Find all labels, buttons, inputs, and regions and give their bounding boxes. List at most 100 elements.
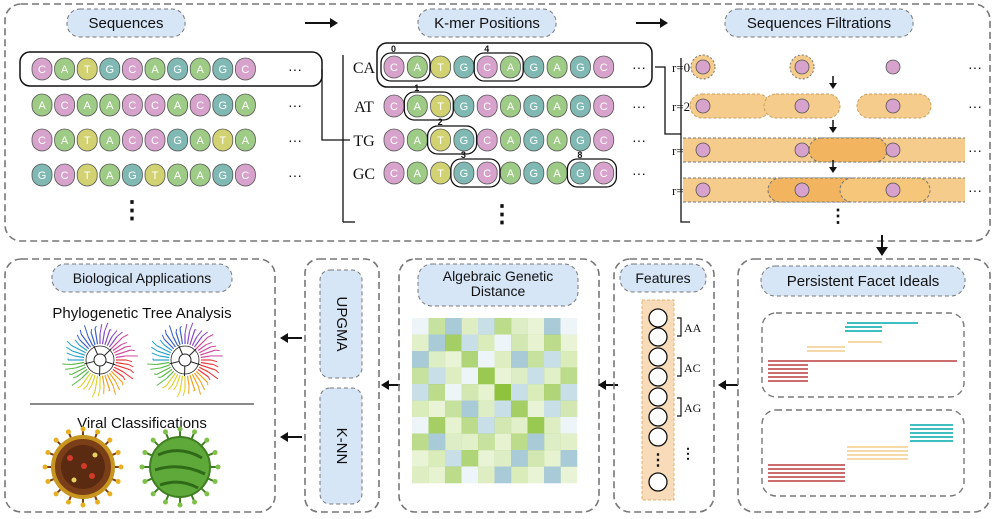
svg-text:A: A [507,62,515,74]
nucleotide-g: G [523,94,545,118]
filtration-row: r=2··· [672,76,982,119]
tree-branch [108,336,118,348]
svg-text:C: C [390,168,398,180]
heatmap-cell [412,334,429,352]
point [885,182,901,198]
heatmap-cell [428,367,446,385]
arrow-down-icon [876,235,888,256]
filtration-vertical-ellipsis: ⋮ [829,206,847,226]
nucleotide-g: G [167,57,189,81]
kmer-vertical-ellipsis: ⋮ [490,201,514,228]
tree-branch [112,344,122,352]
heatmap-cell [478,400,495,418]
tree-branch [106,373,114,387]
arrow-right-icon [636,18,668,28]
kmer-positions-label: K-mer Positions [417,8,557,38]
svg-text:C: C [600,168,608,180]
heatmap-cell [445,334,462,352]
svg-text:T: T [437,62,444,74]
svg-text:T: T [152,170,159,182]
tree-leaf [215,369,219,374]
tree-branch [79,339,90,350]
tree-leaf [74,339,80,346]
heatmap-cell [544,400,561,418]
kmer-position: 3 [461,150,466,160]
nucleotide-a: A [546,161,568,185]
tree-leaf [161,334,165,340]
heatmap-cell [461,367,479,385]
tree-branch [71,361,85,366]
tree-leaf [83,325,89,337]
svg-text:G: G [576,135,585,147]
nucleotide-c: C [476,94,498,118]
ellipsis: ··· [288,132,302,148]
svg-text:Features: Features [635,270,690,286]
svg-text:A: A [61,135,69,147]
nucleotide-c: C [383,94,405,118]
nucleotide-t: T [76,128,98,152]
svg-text:G: G [530,101,539,113]
feature-key: AG [684,401,702,415]
tree-branch [164,339,175,350]
nucleotide-c: C [383,55,405,79]
svg-text:C: C [390,101,398,113]
svg-text:G: G [460,101,469,113]
features-panel [613,258,715,513]
tree-branch [86,373,94,387]
heatmap-cell [494,466,512,484]
heatmap-cell [494,334,512,352]
tree-leaf [197,385,202,395]
feature-node [648,367,668,387]
heatmap-cell [428,334,446,352]
phylogenetic-tree-icon [147,322,223,398]
heatmap-cell [445,450,462,467]
tree-branch [197,368,209,378]
kmer-window [426,125,478,155]
tree-leaf [123,376,126,381]
tree-branch [191,336,198,347]
feature-bracket [677,317,682,337]
svg-text:C: C [483,62,491,74]
tree-branch [189,329,196,345]
tree-branch [200,355,211,359]
heatmap-cell [511,433,528,451]
kmer-position: 4 [484,44,489,54]
svg-text:T: T [84,170,91,182]
nucleotide-c: C [122,57,143,81]
filtration-ball [767,177,859,203]
svg-text:C: C [483,101,491,113]
heatmap-cell [461,334,479,352]
heatmap-cell [544,334,561,352]
filtration-connector [655,58,690,223]
svg-text:C: C [600,101,608,113]
nucleotide-g: G [31,163,53,187]
tree-branch [198,346,212,354]
tree-branch [171,373,179,387]
svg-text:A: A [151,64,159,76]
nucleotide-t: T [144,163,166,187]
tree-branch [115,364,131,371]
nucleotide-a: A [500,55,521,79]
tree-leaf [71,377,82,386]
tree-branch [163,344,173,352]
kmer-window [450,158,501,188]
svg-text:C: C [128,100,136,112]
viral-classifications-label: Viral Classifications [77,415,207,432]
svg-text:A: A [197,170,205,182]
feature-key: AA [684,321,702,335]
feature-node [648,327,668,347]
ellipsis: ··· [632,165,646,181]
kmer-window [403,91,454,121]
virus-icon [42,426,124,508]
nucleotide-c: C [593,55,615,79]
point [695,98,711,114]
svg-text:Sequences: Sequences [88,15,163,32]
nucleotide-g: G [212,57,234,81]
heatmap-cell [428,450,446,467]
heatmap-cell [544,351,561,368]
nucleotide-a: A [31,93,53,117]
nucleotide-a: A [546,128,568,152]
